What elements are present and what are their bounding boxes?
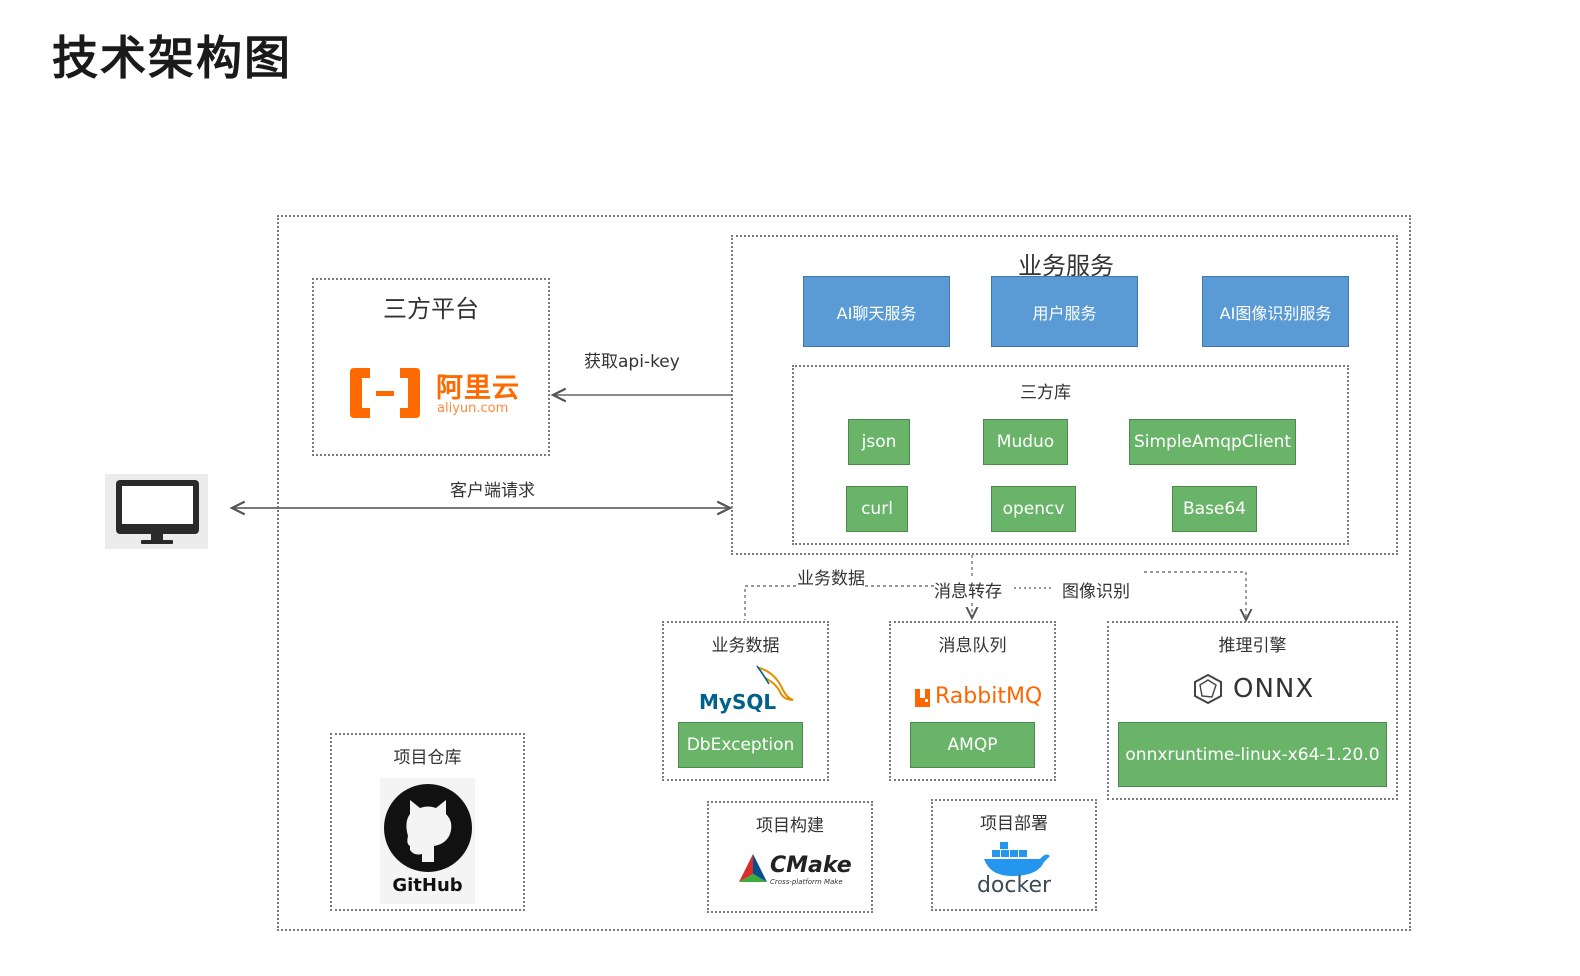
architecture-outer-frame — [277, 215, 1411, 931]
mysql-logo-text: MySQL — [699, 690, 777, 714]
api-key-label: 获取api-key — [584, 352, 680, 372]
lib-muduo: Muduo — [983, 419, 1068, 465]
cmake-logo-text: CMake — [770, 853, 852, 878]
service-user: 用户服务 — [991, 276, 1138, 347]
aliyun-domain-label: aliyun.com — [437, 401, 509, 416]
third-party-platform-box — [312, 278, 550, 456]
cmake-logo — [737, 852, 769, 884]
third-party-libs-title: 三方库 — [1020, 383, 1071, 403]
lib-simpleamqpclient: SimpleAmqpClient — [1129, 419, 1296, 465]
repo-box — [330, 733, 525, 911]
business-services-box — [731, 235, 1398, 555]
onnx-logo-text: ONNX — [1233, 674, 1315, 704]
inference-box — [1107, 621, 1398, 800]
third-party-title: 三方平台 — [383, 295, 479, 323]
github-logo — [380, 778, 475, 904]
client-request-label: 客户端请求 — [450, 481, 535, 501]
component-amqp: AMQP — [910, 722, 1035, 768]
deploy-title: 项目部署 — [980, 814, 1048, 834]
docker-logo — [980, 838, 1052, 878]
lib-curl: curl — [846, 486, 908, 532]
onnx-logo — [1192, 673, 1224, 705]
cmake-logo-sub: Cross-platform Make — [770, 878, 843, 886]
business-services-title: 业务服务 — [1018, 252, 1114, 280]
service-ai-chat: AI聊天服务 — [803, 276, 950, 347]
monitor-icon — [116, 480, 199, 544]
mysql-logo — [697, 662, 797, 714]
component-onnxruntime: onnxruntime-linux-x64-1.20.0 — [1118, 722, 1387, 787]
deploy-box — [931, 799, 1097, 911]
build-title: 项目构建 — [756, 816, 824, 836]
service-ai-image: AI图像识别服务 — [1202, 276, 1349, 347]
lib-opencv: opencv — [991, 486, 1076, 532]
client-monitor — [105, 474, 208, 549]
edge-msg-store-label: 消息转存 — [934, 577, 1002, 602]
aliyun-cn-label: 阿里云 — [436, 373, 520, 404]
repo-title: 项目仓库 — [393, 748, 462, 768]
build-box — [707, 801, 873, 913]
docker-logo-text: docker — [976, 873, 1052, 898]
edge-biz-data-label: 业务数据 — [797, 564, 865, 589]
component-dbexception: DbException — [678, 722, 803, 768]
storage-title: 业务数据 — [711, 636, 780, 656]
inference-title: 推理引擎 — [1218, 636, 1287, 656]
queue-box — [889, 621, 1056, 781]
rabbitmq-logo — [913, 687, 935, 709]
third-party-libs-box — [792, 365, 1349, 545]
lib-json: json — [848, 419, 910, 465]
rabbitmq-logo-text: RabbitMQ — [935, 684, 1043, 709]
edge-image-recog-label: 图像识别 — [1062, 577, 1130, 602]
queue-title: 消息队列 — [938, 636, 1007, 656]
github-logo-text: GitHub — [392, 875, 463, 896]
lib-base64: Base64 — [1172, 486, 1257, 532]
aliyun-logo — [346, 362, 526, 424]
page-title: 技术架构图 — [52, 31, 292, 85]
storage-box — [662, 621, 829, 781]
